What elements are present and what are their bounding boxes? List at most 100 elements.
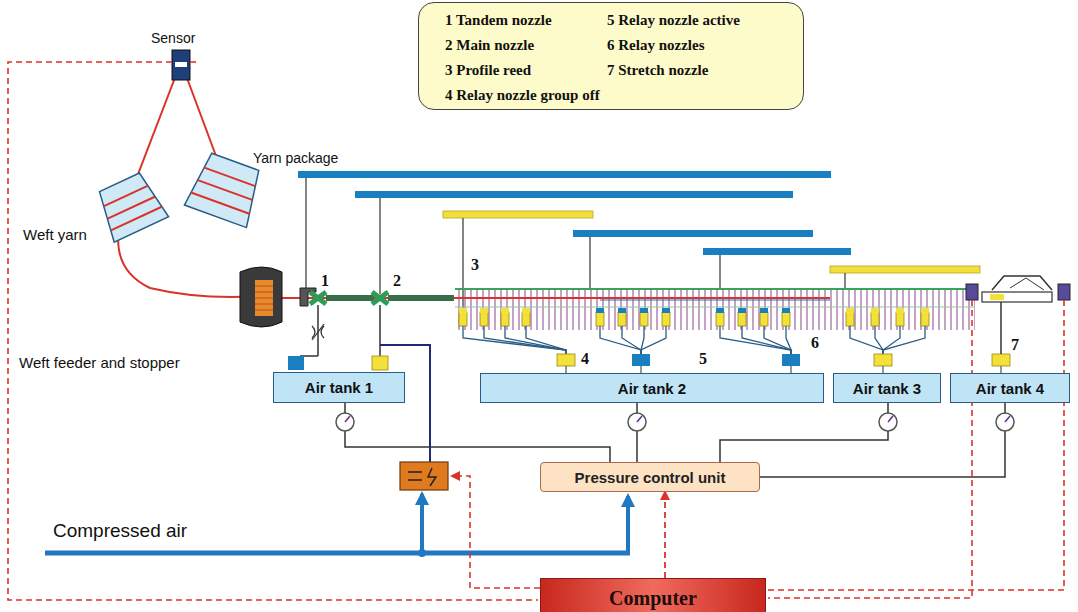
tank-valves-part [566,366,567,373]
signal-wires-part [452,476,540,588]
main-nozzles-part [372,292,388,304]
tank-valves [288,354,1010,373]
valve-box-part [400,462,448,490]
yarn-packages-part-part [100,184,161,230]
control-unit-box: Pressure control unit [540,462,760,492]
relay-nozzles-part [463,326,566,354]
signal-wires-part [8,62,538,600]
end-sensors-stretch-nozzle-part [1000,302,1002,354]
relay-nozzles-part [896,312,904,326]
tank-valves-part [288,356,304,370]
callout-number: 1 [320,272,330,290]
weft-feeder-part [255,280,273,316]
compressed-air-line [45,494,630,557]
end-sensors-stretch-nozzle-part [992,276,1052,290]
distribution-bars-part [830,266,980,273]
relay-nozzles-part [640,308,648,313]
air-tank-box: Air tank 3 [833,373,941,403]
relay-nozzles-part [662,308,670,313]
yarn-packages-part-part [92,170,168,242]
tank-valves-part [632,354,650,366]
tank-valves-part [883,366,884,373]
node-text: Air tank 4 [976,380,1044,397]
relay-nozzles-part [764,326,791,354]
air-pipe-connector [760,403,1005,477]
tank-valves-part [782,354,800,366]
callout-number: 5 [698,350,708,368]
relay-nozzles-part [622,326,641,354]
part-label: Sensor [150,30,196,46]
distribution-bars-part-part [379,198,380,294]
relay-nozzles-part [459,308,467,313]
weft-feeder-part [255,286,273,310]
relay-nozzles-part [501,308,509,313]
relay-nozzles-part [618,312,626,326]
legend-key-box: 1 Tandem nozzle2 Main nozzle3 Profile re… [418,2,804,110]
pressure-gauges-part [336,413,1014,431]
profile-reed-part [455,288,975,290]
relay-nozzles-part [640,312,648,326]
relay-nozzles-part [786,326,791,354]
air-tank-box: Air tank 2 [480,373,824,403]
node-text: Computer [609,587,697,610]
weft-sensor [172,50,190,80]
weft-sensor-part [175,62,187,67]
relay-nozzles-part [720,326,791,354]
callout-number: 2 [392,272,402,290]
relay-nozzles [459,308,929,354]
end-sensors-stretch-nozzle-part [1010,278,1044,290]
distribution-bars-part [443,211,593,218]
pressure-gauges-part-part [888,416,893,422]
compressed-air-line-part [420,494,424,553]
relay-nozzles-part [484,326,566,354]
compressed-air-line-part [45,551,630,556]
relay-nozzles-part [738,308,746,313]
pressure-gauges-part [345,416,1010,422]
relay-nozzles-part [480,308,488,313]
valve-box-part [408,468,436,486]
relay-nozzles-part [662,312,670,326]
relay-nozzles-part [596,312,604,326]
profile-reed [455,289,975,330]
relay-nozzles-part [875,326,883,354]
relay-nozzles-part [716,308,724,313]
node-text: Air tank 1 [305,379,373,396]
node-text: Air tank 2 [618,380,686,397]
node-text: 1 Tandem nozzle [445,11,552,29]
tank-valves-part [992,354,1010,366]
relay-nozzles-part [871,308,879,313]
distribution-bars-part-part [589,237,590,290]
relay-nozzles-part [641,326,666,354]
pressure-gauges-part-part [1005,416,1010,422]
signal-wires [8,62,1064,600]
pressure-gauges-part-part [345,416,350,422]
relay-nozzles-part [522,308,530,313]
part-label: Weft feeder and stopper [18,354,181,371]
relay-nozzles-part [618,308,626,313]
main-nozzles-part [379,305,381,356]
air-tank-box: Air tank 4 [950,373,1070,403]
end-sensors-stretch-nozzle-part [966,284,978,300]
relay-nozzles-part [850,326,883,354]
relay-nozzles-part [846,312,854,326]
node-text: 2 Main nozzle [445,36,534,54]
main-nozzles-part [326,295,374,301]
yarn-packages-part [92,170,168,242]
relay-nozzles-part [883,326,925,354]
distribution-bars-part [703,248,851,255]
profile-reed-part [455,290,975,330]
part-label: Weft yarn [22,226,88,243]
relay-nozzles-part [505,326,566,354]
signal-wires-part [768,300,972,598]
relay-nozzles-part [501,312,509,326]
compressed-air-line-part [418,549,426,557]
callout-number: 6 [810,334,820,352]
relay-nozzles-part [896,308,904,313]
node-text: 7 Stretch nozzle [607,61,708,79]
signal-wires-part [768,300,1064,590]
part-label: Yarn package [252,150,339,166]
air-pipe-connector [636,403,638,462]
relay-nozzles-part [526,326,566,354]
tank-valves-part [641,366,642,373]
